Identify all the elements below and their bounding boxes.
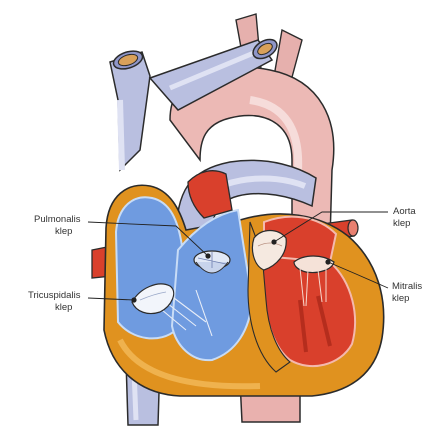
- superior-vena-cava: [109, 50, 151, 172]
- leader-tricuspidalis: [87, 297, 137, 303]
- leader-pulmonalis: [87, 221, 211, 259]
- label-mitralis-line2: klep: [392, 293, 409, 304]
- aortic-valve: [251, 229, 287, 271]
- aortic-root: [187, 170, 233, 219]
- label-pulmonalis-line2: klep: [55, 226, 72, 237]
- label-aorta: Aorta klep: [393, 206, 418, 229]
- tricuspid-valve: [131, 283, 175, 315]
- leader-aorta: [271, 211, 388, 245]
- brachiocephalic-vein: [148, 38, 278, 111]
- pulmonary-valve: [193, 250, 231, 274]
- mitral-valve: [293, 255, 335, 307]
- label-pulmonalis: Pulmonalis klep: [34, 214, 83, 237]
- label-tricuspidalis-line2: klep: [55, 302, 72, 313]
- label-mitralis-line1: Mitralis: [392, 281, 422, 292]
- leader-mitralis: [325, 259, 389, 289]
- label-tricuspidalis: Tricuspidalis klep: [28, 290, 83, 313]
- label-aorta-line2: klep: [393, 218, 410, 229]
- label-pulmonalis-line1: Pulmonalis: [34, 214, 81, 225]
- label-mitralis: Mitralis klep: [392, 281, 425, 304]
- label-tricuspidalis-line1: Tricuspidalis: [28, 290, 81, 301]
- label-aorta-line1: Aorta: [393, 206, 416, 217]
